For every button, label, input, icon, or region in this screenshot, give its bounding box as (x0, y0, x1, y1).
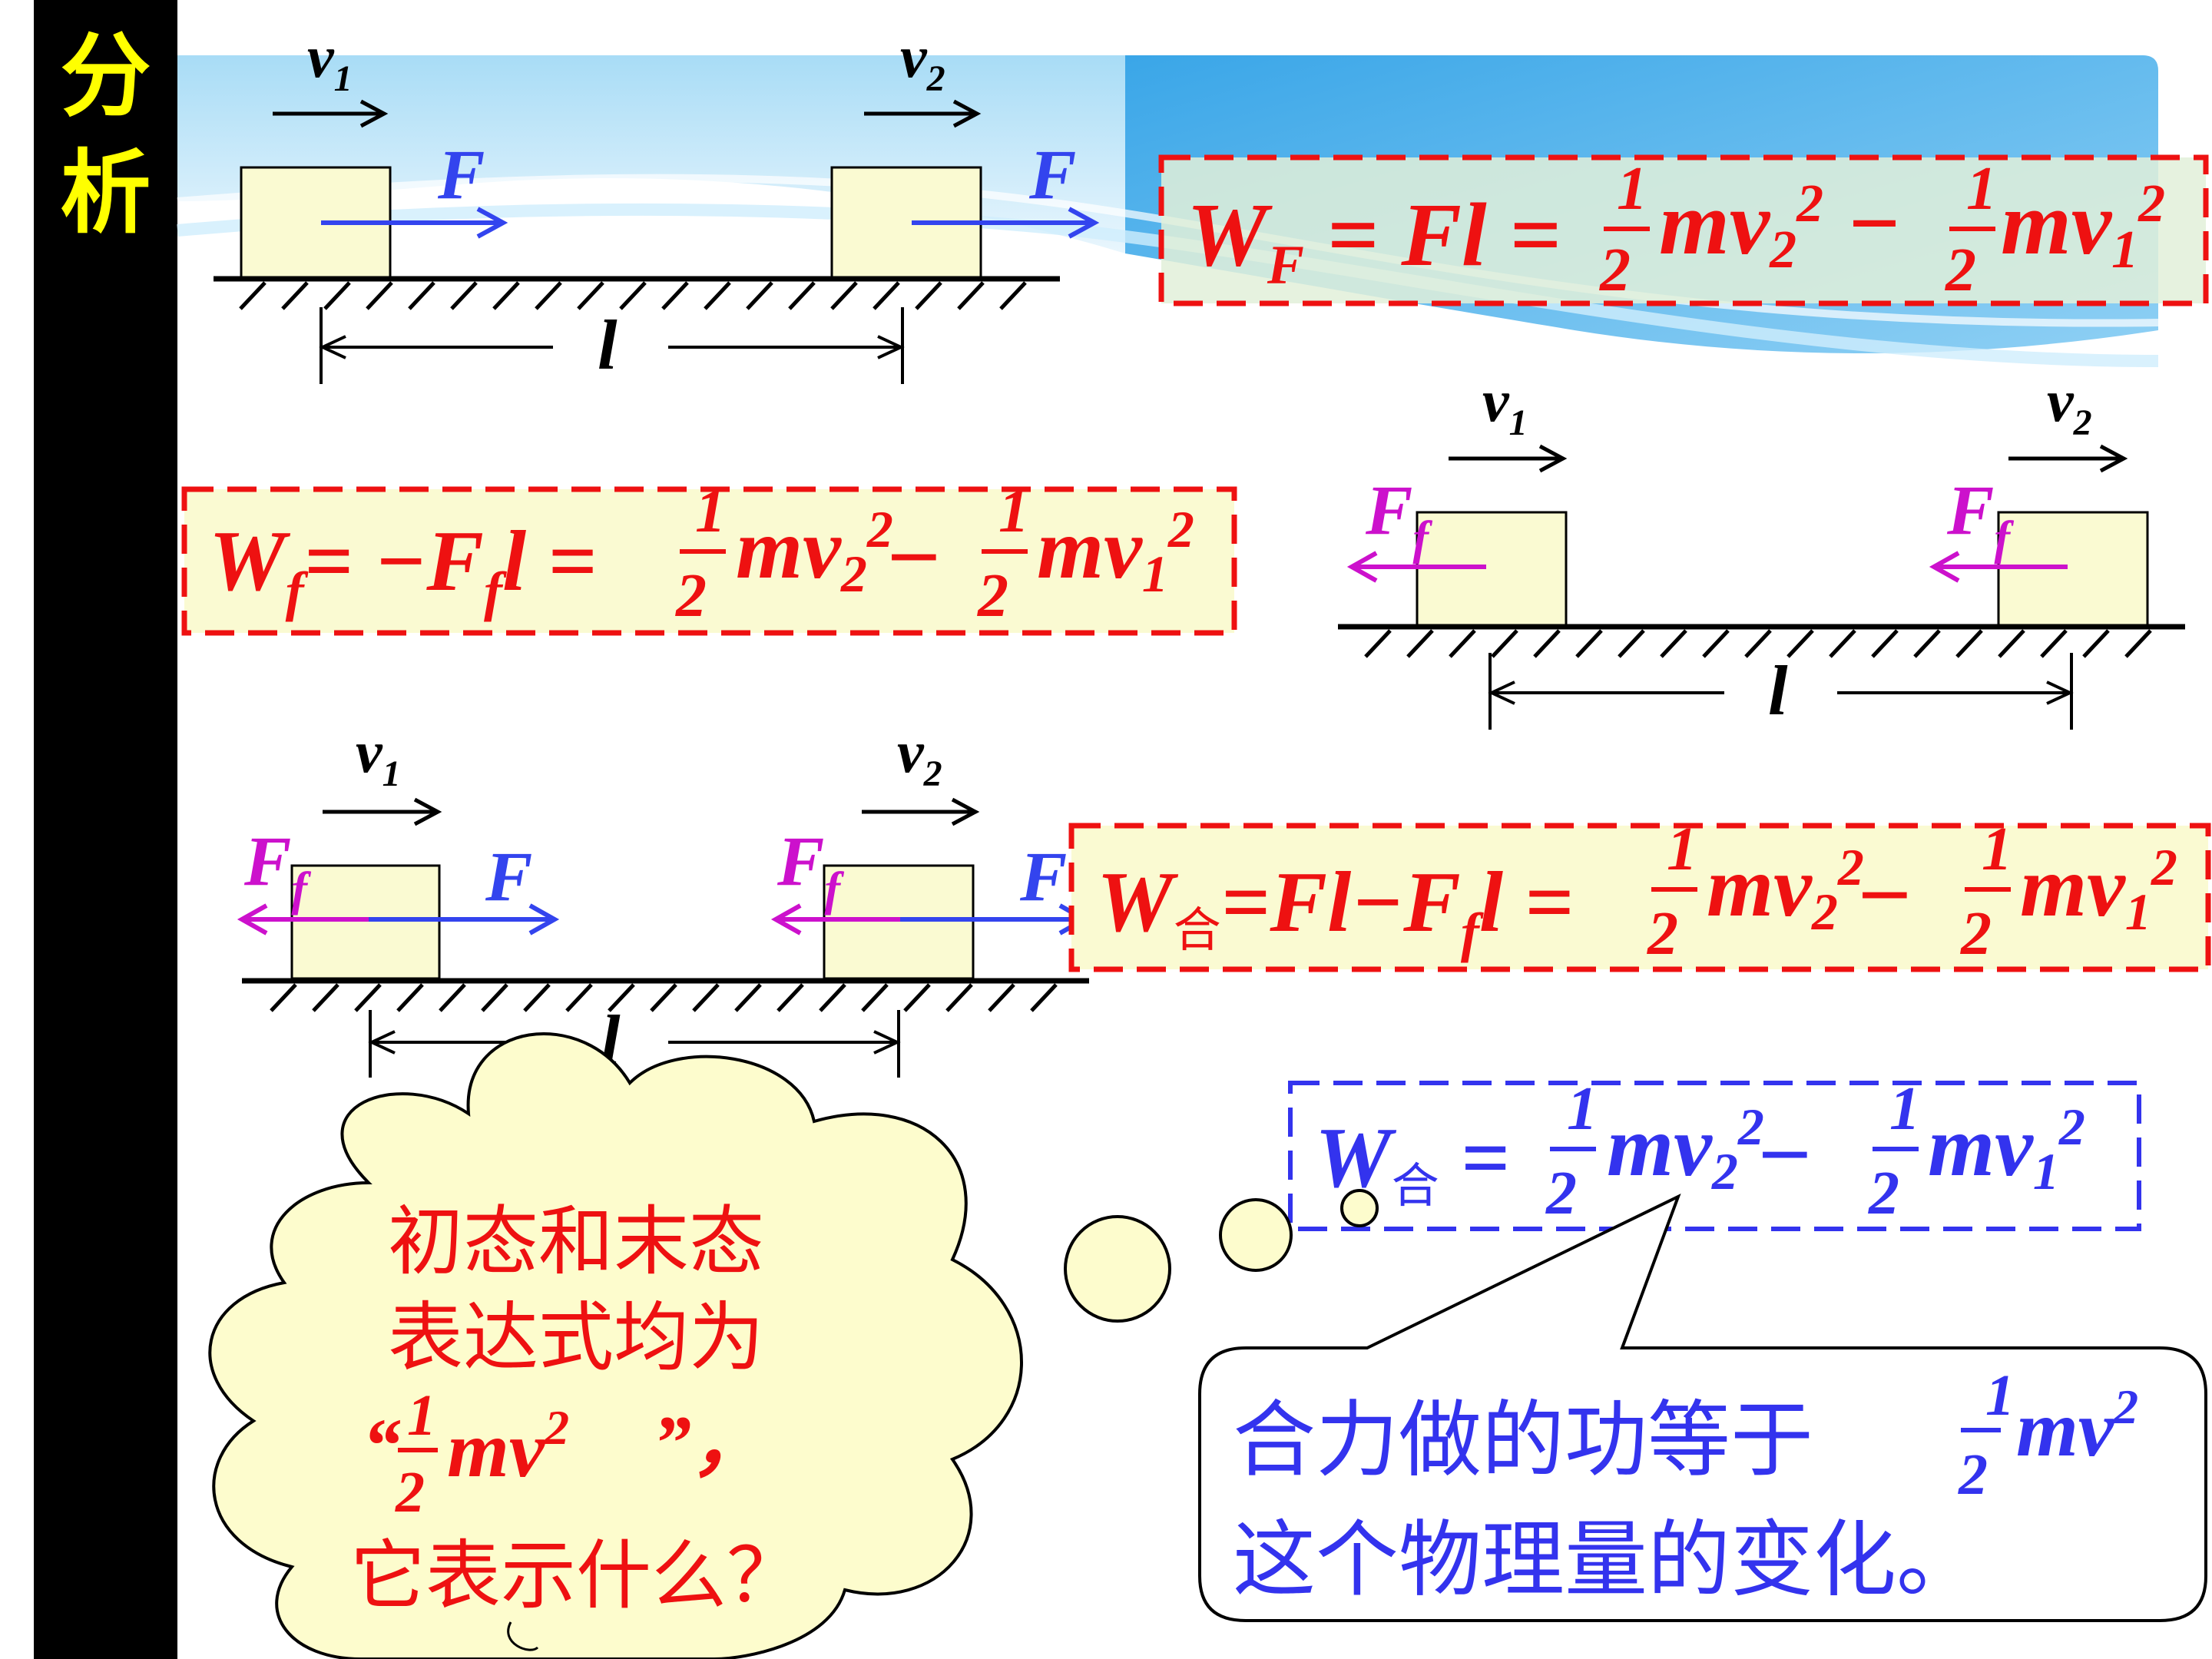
friction-arrow-1 (237, 903, 369, 935)
force-label-2: F (1019, 837, 1067, 916)
callout-fraction-den: 2 (1958, 1442, 1988, 1507)
length-dimension (1488, 653, 2074, 730)
fraction-den-6: 2 (1960, 900, 1992, 968)
velocity-arrow-2 (862, 797, 980, 826)
formula-box-work-force: WF = Fl = 1 2 mv22 − 1 2 mv12 (1158, 154, 2209, 306)
sidebar-title-char-1: 分 (60, 23, 151, 129)
friction-arrow-1 (1346, 551, 1486, 583)
callout-line-1: 合力做的功等于 (1233, 1392, 1813, 1488)
thought-bubble-medium (1219, 1198, 1293, 1272)
ground-hatch (270, 983, 1058, 1012)
fraction-num-5: 1 (1667, 816, 1697, 883)
velocity-arrow-2 (864, 99, 982, 128)
sidebar (34, 0, 177, 1659)
v1-label: v1 (1482, 367, 1528, 443)
fraction-den-4: 2 (977, 562, 1008, 630)
v2-label: v2 (900, 23, 945, 99)
cloud-line-2: 表达式均为 (388, 1297, 764, 1380)
formula-box-net-work: W合=Fl−Ffl = 1 2 mv22– 1 2 mv12 (1068, 816, 2211, 972)
friction-arrow-2 (1929, 551, 2068, 583)
cloud-quote-close: ”， (653, 1400, 768, 1485)
force-arrow-2 (912, 207, 1100, 239)
length-label: l (598, 306, 618, 384)
formula-work-friction: Wf= −Ffl = (209, 514, 597, 622)
force-arrow-1 (321, 207, 508, 239)
friction-label-1: Ff (1365, 471, 1432, 565)
v2-label: v2 (897, 718, 942, 794)
formula-box-net-work-summary: W合 = 1 2 mv22– 1 2 mv12 (1288, 1075, 2141, 1231)
formula-box-work-friction: Wf= −Ffl = 1 2 mv22– 1 2 mv12 (181, 478, 1237, 636)
callout-line-2: 这个物理量的变化。 (1233, 1512, 1979, 1608)
fraction-den-3: 2 (675, 562, 707, 630)
fraction-num-3: 1 (695, 478, 726, 545)
formula-net-work-tail: mv12 (2020, 838, 2177, 941)
thought-bubble-small (1340, 1189, 1379, 1227)
friction-arrow-2 (770, 903, 900, 935)
length-label: l (1768, 651, 1788, 730)
diagram-friction: v1 v2 Ff Ff l (1338, 367, 2185, 730)
formula-net-work-summary: W合 = (1315, 1111, 1509, 1214)
fraction-den-1: 2 (1599, 237, 1631, 304)
v1-label: v1 (356, 718, 401, 794)
friction-label-1: Ff (243, 822, 311, 916)
cloud-line-1: 初态和末态 (388, 1201, 764, 1284)
fraction-den-5: 2 (1647, 900, 1678, 968)
fraction-num-7: 1 (1567, 1075, 1598, 1143)
block-start (290, 864, 441, 980)
formula-net-work-summary-rhs: mv22– (1607, 1098, 1807, 1200)
formula-work-force: WF = Fl = (1187, 184, 1561, 296)
cloud-fraction-num: 1 (407, 1383, 436, 1448)
cloud-quote-open: “ (363, 1402, 401, 1488)
formula-net-work-rhs: mv22– (1707, 838, 1907, 941)
fraction-den-7: 2 (1545, 1160, 1577, 1227)
force-label-1: F (437, 135, 485, 214)
speech-callout: 合力做的功等于 1 2 mv2 这个物理量的变化。 (1198, 1194, 2207, 1622)
v1-label: v1 (307, 23, 353, 99)
velocity-arrow-1 (1449, 444, 1568, 473)
length-dimension (319, 307, 905, 384)
callout-formula: mv2 (2016, 1379, 2138, 1473)
fraction-num-4: 1 (998, 478, 1029, 545)
thought-cloud: 初态和末态 表达式均为 它表示什么？ “ 1 2 mv2 ”， (208, 1032, 1379, 1659)
diagram-net-force: v1 v2 Ff F Ff F l (237, 718, 1090, 1079)
formula-work-force-tail: mv12 (2001, 173, 2165, 280)
velocity-arrow-1 (323, 797, 442, 826)
diagram-applied-force: v1 v2 F F l (214, 23, 1100, 384)
velocity-arrow-2 (2008, 444, 2128, 473)
cloud-fraction-den: 2 (395, 1460, 425, 1525)
v2-label: v2 (2047, 367, 2092, 443)
fraction-num-2: 1 (1966, 155, 1997, 223)
formula-work-friction-rhs: mv22– (736, 500, 936, 603)
force-arrow-1 (369, 903, 560, 935)
fraction-num-1: 1 (1617, 155, 1647, 223)
force-label-1: F (485, 837, 532, 916)
ground-hatch (1364, 629, 2152, 658)
fraction-den-8: 2 (1868, 1160, 1899, 1227)
force-label-2: F (1028, 135, 1076, 214)
fraction-num-6: 1 (1982, 816, 2012, 883)
thought-bubble-large (1064, 1215, 1171, 1323)
formula-net-work: W合=Fl−Ffl = (1097, 855, 1574, 963)
cloud-line-4: 它表示什么？ (350, 1535, 802, 1618)
formula-work-friction-tail: mv12 (1037, 500, 1194, 603)
fraction-num-8: 1 (1889, 1075, 1920, 1143)
fraction-den-2: 2 (1945, 237, 1976, 304)
friction-label-2: Ff (1946, 471, 2014, 565)
cloud-formula: mv2 (447, 1400, 569, 1494)
formula-work-force-rhs: mv22 − (1659, 173, 1901, 280)
ground-hatch (239, 281, 1027, 310)
length-dimension (368, 1010, 901, 1078)
block-end (823, 864, 975, 980)
velocity-arrow-1 (273, 99, 389, 128)
sidebar-title-char-2: 析 (60, 140, 151, 246)
formula-net-work-summary-tail: mv12 (1928, 1098, 2085, 1200)
friction-label-2: Ff (777, 822, 844, 916)
callout-fraction-num: 1 (1985, 1363, 2015, 1428)
